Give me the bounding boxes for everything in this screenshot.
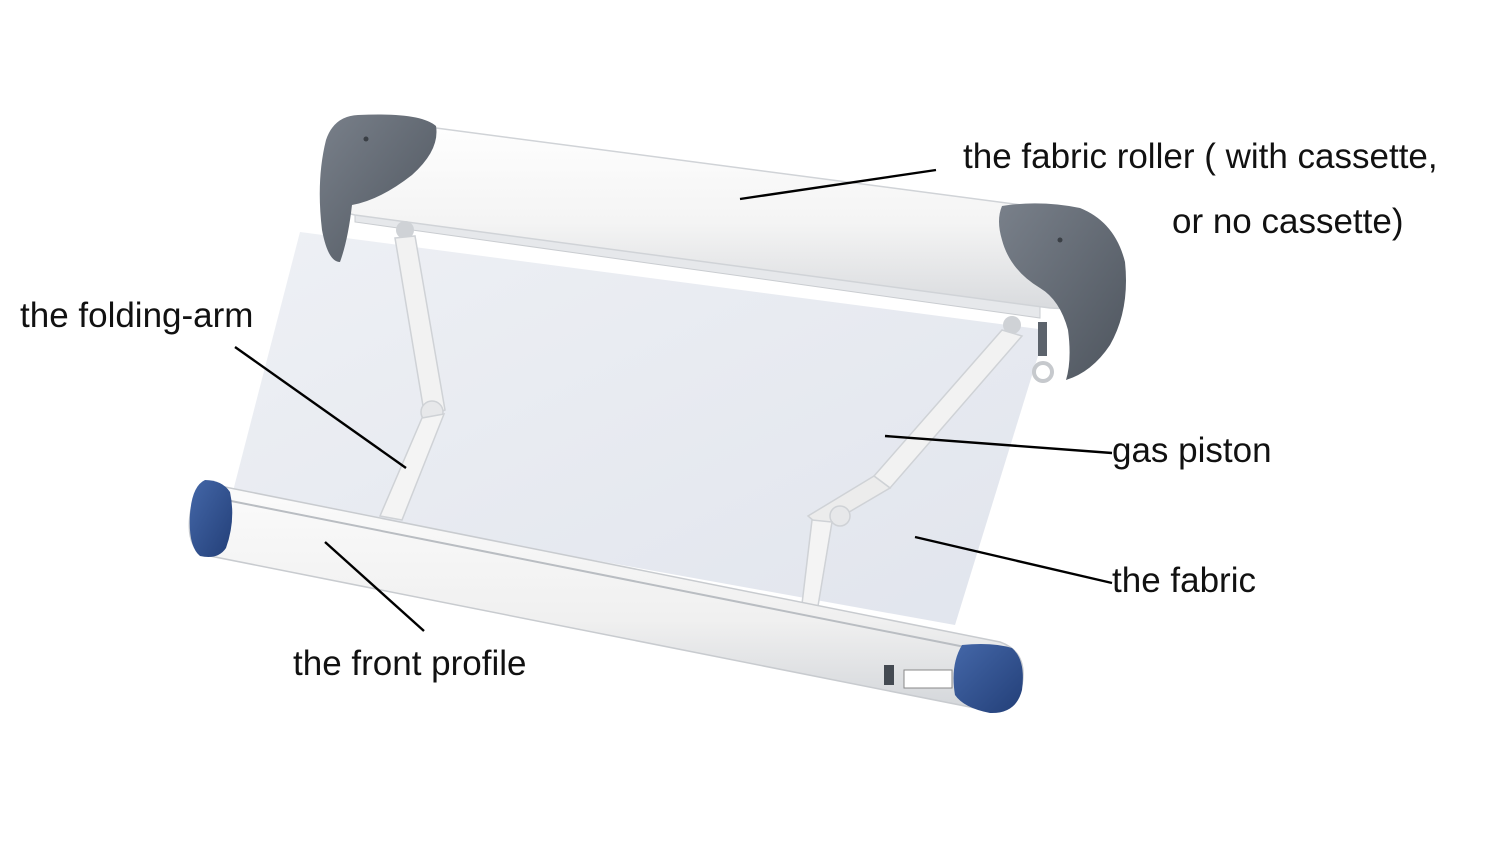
manufacturer-plate [884,665,894,685]
crank-eye-icon [1032,361,1054,383]
label-fabric-roller-line2: or no cassette) [1172,202,1404,241]
leader-folding-arm [234,346,407,469]
label-gas-piston: gas piston [1112,431,1272,470]
label-front-profile: the front profile [293,644,526,683]
manufacturer-sticker [903,669,953,689]
leader-gas-piston [884,434,1113,455]
roller-right-cap-screw [1057,237,1063,243]
roller-left-cap-screw [363,136,369,142]
folding-arm [378,221,446,521]
roller-left-end-cap [319,114,437,263]
front-profile-right-cap [953,644,1023,714]
label-folding-arm: the folding-arm [20,296,253,335]
label-fabric: the fabric [1112,561,1256,600]
front-profile-groove [225,499,971,649]
label-fabric-roller-line1: the fabric roller ( with cassette, [963,137,1438,176]
leader-fabric [914,535,1113,585]
leader-fabric-roller [739,168,937,201]
fabric-panel [232,232,1046,625]
front-profile-left-cap [189,480,233,557]
leader-front-profile [324,541,425,632]
roller-right-end-cap [999,203,1126,380]
gas-piston [801,316,1024,607]
crank-bracket [1038,322,1047,356]
